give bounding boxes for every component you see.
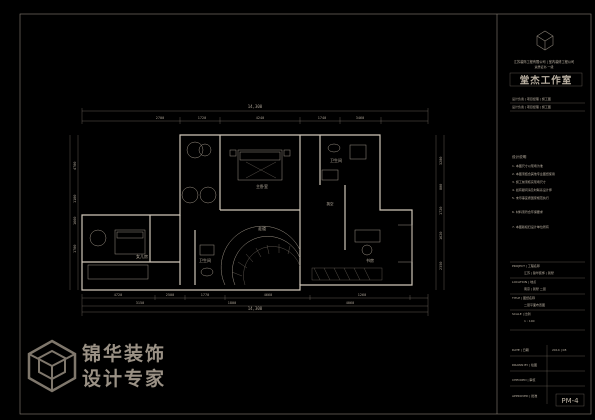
overall-dim-top: 14,300 [248, 104, 263, 109]
room-label-study: 书房 [366, 257, 374, 263]
location-label: LOCATION | 地点 [512, 279, 536, 284]
sheet-border [19, 13, 592, 415]
scale-value: 1 : 100 [524, 319, 535, 323]
room-label-daughter: 女儿房 [136, 253, 148, 259]
dim-label: 4060 [346, 301, 354, 305]
title-header-row-2: 设计负责 | 项目经理 | 施工图 [512, 104, 551, 109]
left-dimensions: 4700 1100 1660 1700 [73, 162, 77, 253]
dim-label: 800 [439, 184, 443, 190]
note-line: 7. 本图版权归设计单位所有 [512, 224, 549, 229]
brand-logo-icon [27, 339, 77, 393]
room-label-master-bedroom: 主卧室 [256, 183, 268, 189]
top-dimensions: 2700 1720 4240 1740 3460 [156, 116, 364, 120]
project-value: 江苏 | 锦华装饰 | 别墅 [524, 270, 554, 275]
floor-plan: 14,300 2700 1720 4240 1740 3460 4700 110… [69, 104, 445, 316]
dim-label: 3280 [439, 157, 443, 165]
studio-logo-frame [509, 72, 583, 87]
study-furniture [311, 229, 383, 281]
dim-label: 3150 [136, 301, 144, 305]
project-label: PROJECT | 工程名称 [512, 263, 540, 268]
brand-line-1: 锦华装饰 [82, 343, 167, 365]
dim-label: 1700 [73, 245, 77, 253]
design-notes: 1. 本图尺寸以现场为准 2. 本图须结合其他专业图纸使用 3. 施工前须核实现… [512, 163, 555, 229]
exterior-walls [81, 134, 413, 291]
bottom-dimensions: 4720 2500 1770 4660 1260 [114, 293, 366, 297]
dim-label: 2500 [166, 293, 174, 297]
design-notes-title: 设计说明 [512, 154, 527, 159]
checked-label: CHECKED | 审核 [512, 377, 535, 382]
cube-logo-icon [536, 30, 554, 51]
dim-label: 1800 [228, 301, 236, 305]
dim-label: 1720 [439, 207, 443, 215]
drawn-label: DRAWN BY | 绘图 [512, 362, 537, 367]
dim-label: 1720 [198, 116, 206, 120]
title-label: TITLE | 图纸名称 [511, 295, 535, 300]
company-line-2: 资质证书 一级 [535, 64, 554, 69]
room-label-bath-1: 卫生间 [330, 157, 342, 163]
date-value: 2014 | 08 [552, 348, 566, 352]
dim-label: 4660 [264, 293, 272, 297]
note-line: 3. 施工前须核实现场尺寸 [512, 179, 546, 184]
dim-label: 1740 [318, 116, 326, 120]
right-dimensions: 3280 800 1720 1620 2350 [439, 157, 443, 270]
sheet-number-box [555, 393, 585, 407]
dim-label: 1660 [73, 217, 77, 225]
dim-label: 1100 [73, 195, 77, 203]
approved-label: APPROVED | 批准 [512, 393, 537, 398]
overall-dim-bottom: 14,300 [248, 306, 263, 311]
dim-label: 3460 [356, 116, 364, 120]
note-line: 2. 本图须结合其他专业图纸使用 [512, 171, 555, 176]
dim-label: 1770 [201, 293, 209, 297]
dim-label: 4700 [73, 162, 77, 170]
bed-furniture [229, 149, 291, 181]
scale-label: SCALE | 比例 [512, 311, 531, 316]
room-label-void: 挑空 [327, 201, 335, 206]
interior-walls [82, 135, 346, 285]
bottom-dimensions-2: 3150 1800 4060 [136, 301, 354, 305]
note-line: 1. 本图尺寸以现场为准 [512, 163, 543, 168]
daughter-bed [87, 229, 149, 280]
balcony [398, 224, 413, 263]
room-label-bath-2: 卫生间 [199, 257, 211, 263]
dim-label: 1620 [439, 232, 443, 240]
lounge-chairs [181, 141, 217, 204]
note-line: 6. 材料须符合环保要求 [512, 209, 543, 214]
title-header-row: 设计负责 | 项目经理 | 施工图 [512, 96, 551, 101]
location-value: 南京 | 别墅 二层 [524, 286, 546, 291]
studio-logo: 堂杰工作室 [520, 75, 573, 87]
bath-fixtures-2 [199, 244, 215, 277]
title-value: 二层平面布置图 [524, 302, 545, 307]
note-line: 5. 未尽事宜按国家规范执行 [512, 195, 549, 200]
dim-label: 4720 [114, 293, 122, 297]
note-line: 4. 如有疑问请及时联系设计师 [512, 187, 552, 192]
date-label: DATE | 日期 [512, 347, 529, 352]
brand-text: 锦华装饰 设计专家 [82, 342, 192, 392]
dim-label: 1260 [358, 293, 366, 297]
dim-label: 2700 [156, 116, 164, 120]
brand-line-2: 设计专家 [82, 368, 167, 390]
sheet-number: PM-4 [561, 397, 579, 405]
dim-label: 4240 [256, 116, 264, 120]
room-label-corridor: 走道 [258, 225, 266, 231]
bath-fixtures-1 [321, 143, 367, 181]
title-block: 江苏装饰工程有限公司 | 室内装修工程公司 资质证书 一级 堂杰工作室 设计负责… [509, 30, 585, 407]
company-line-1: 江苏装饰工程有限公司 | 室内装修工程公司 [514, 59, 574, 64]
dim-label: 2350 [439, 262, 443, 270]
spiral-stair [220, 225, 301, 286]
